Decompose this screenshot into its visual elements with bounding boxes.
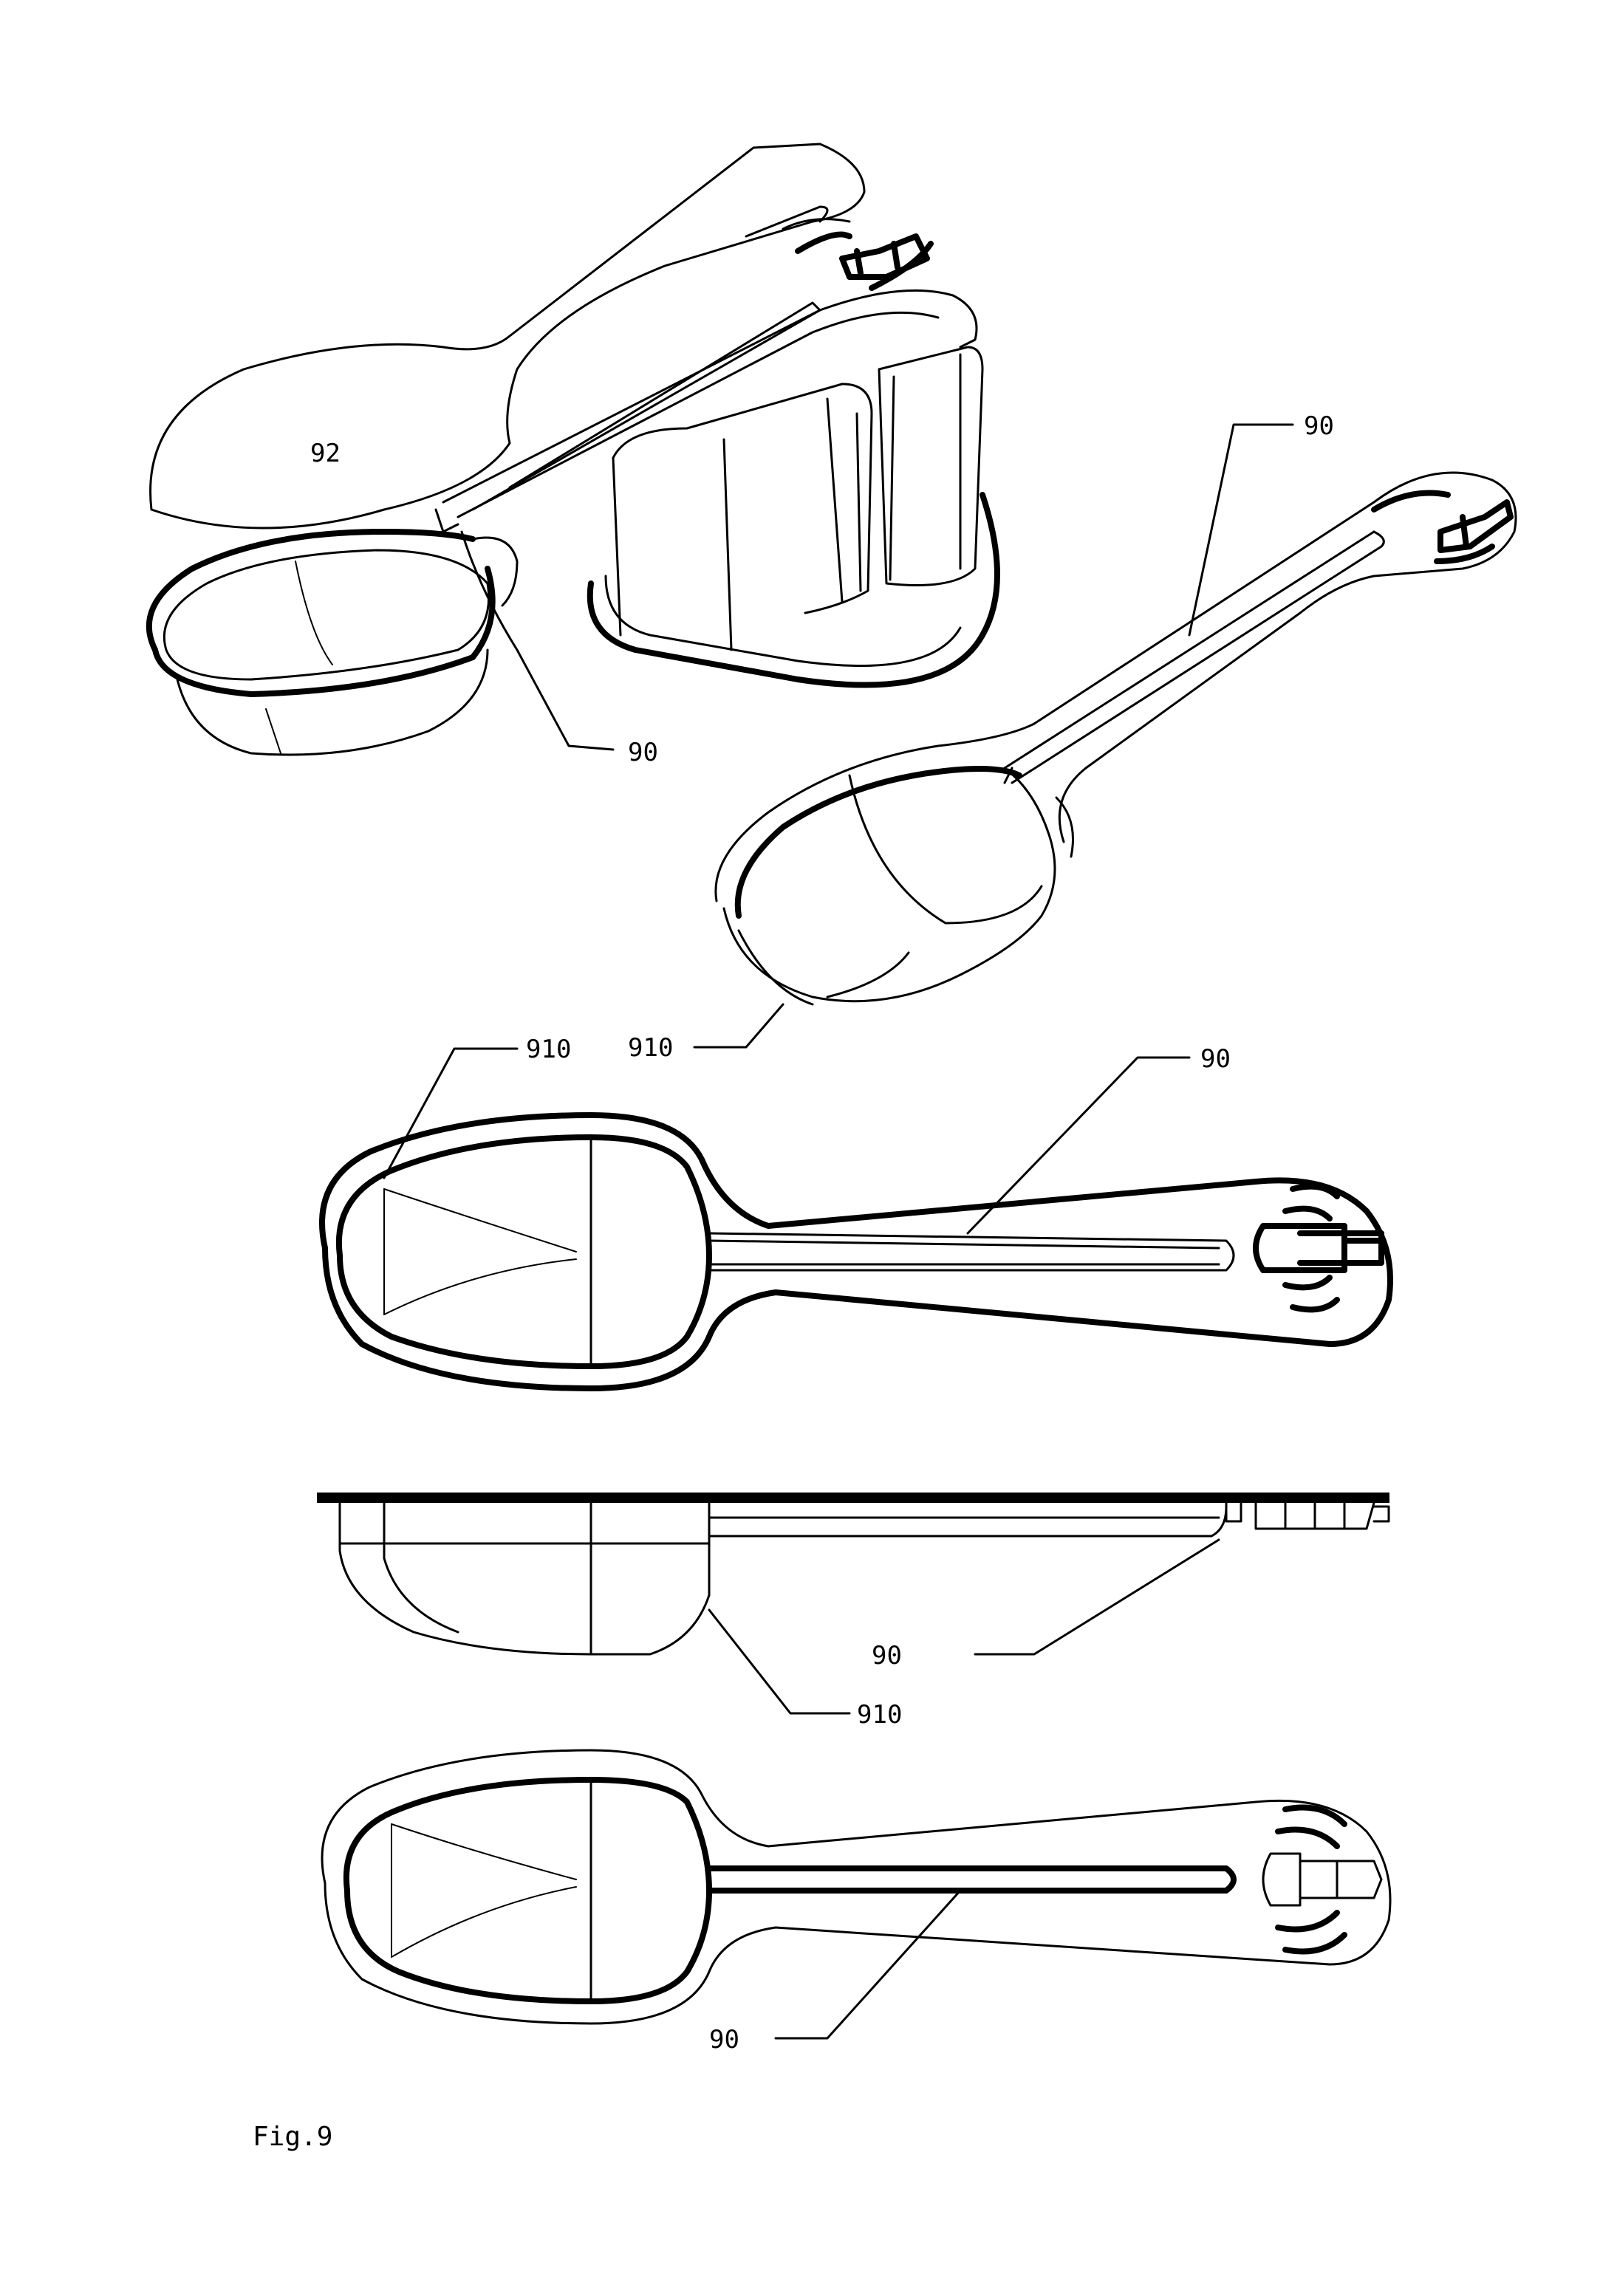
- container-body: [587, 346, 1000, 688]
- bottom-view-spoon: 90: [321, 1749, 1392, 2055]
- leader-90-assembly: 90: [460, 530, 658, 767]
- isometric-spoon-view: 90 910: [628, 411, 1517, 1063]
- label-910-side: 910: [857, 1700, 902, 1730]
- label-90-bottom: 90: [709, 2025, 739, 2055]
- lid-92: [149, 143, 866, 530]
- label-910-iso: 910: [628, 1033, 673, 1063]
- label-90-assembly: 90: [628, 738, 658, 767]
- label-90-top: 90: [1200, 1044, 1231, 1074]
- label-90-iso: 90: [1304, 411, 1334, 441]
- label-90-side: 90: [872, 1641, 902, 1670]
- spoon-on-container: [146, 205, 978, 756]
- assembly-view: 90 92: [146, 143, 1000, 767]
- label-910-top: 910: [526, 1035, 571, 1064]
- top-view-spoon: 910 90: [319, 1035, 1393, 1391]
- label-92-lid: 92: [310, 439, 341, 468]
- side-view-spoon: 90 910: [317, 1493, 1390, 1730]
- figure-caption: Fig.9: [253, 2122, 332, 2152]
